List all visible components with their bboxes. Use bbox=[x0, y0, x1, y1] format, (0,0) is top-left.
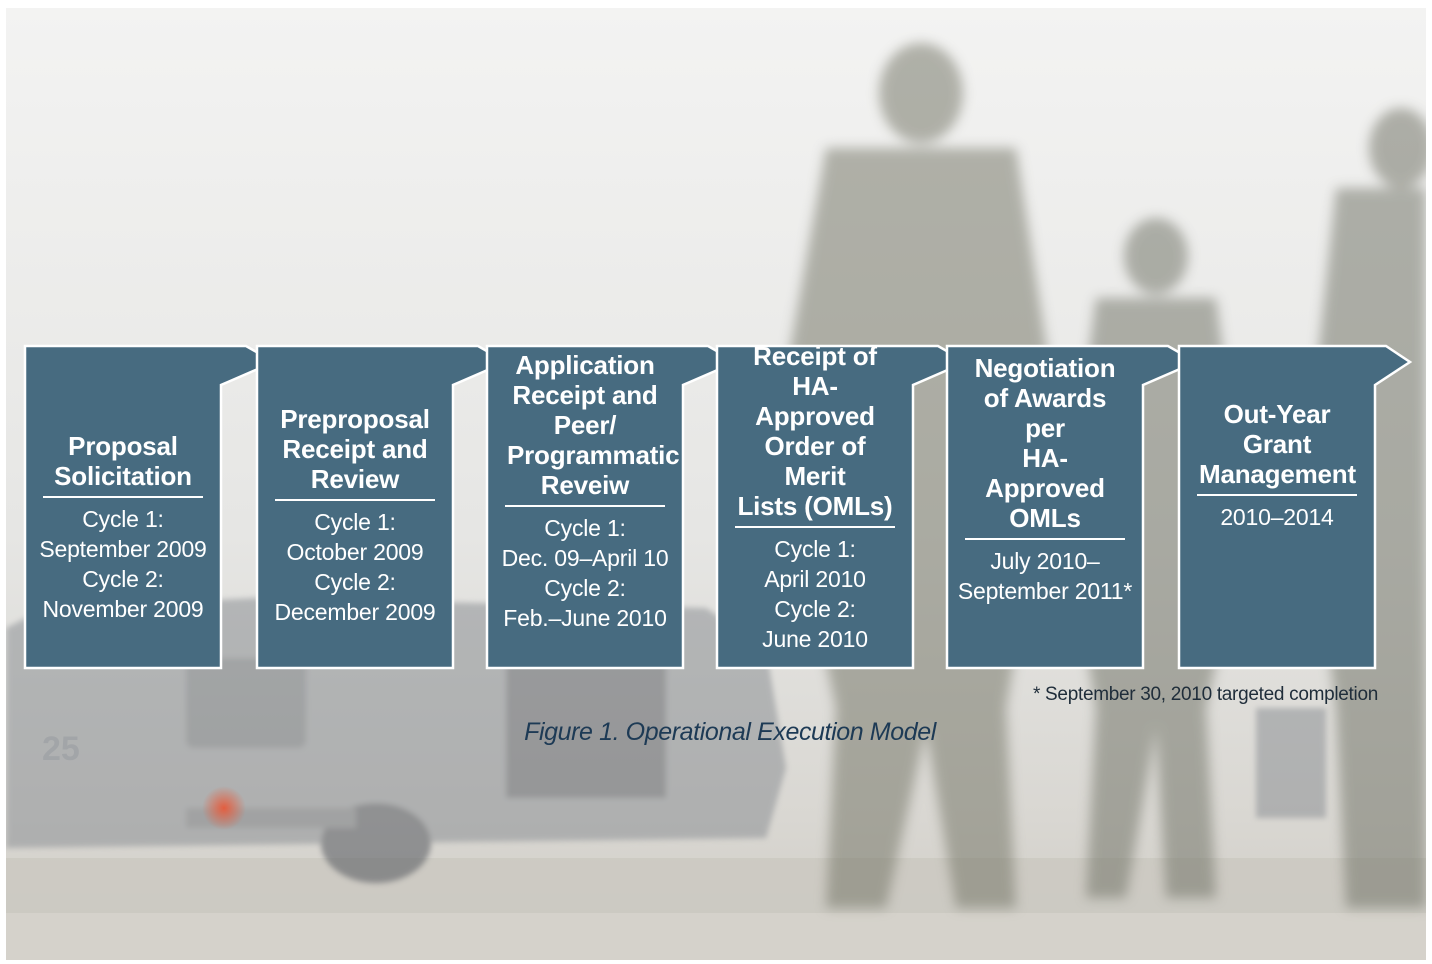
step-title: Application Receipt and Peer/ Programmat… bbox=[505, 350, 680, 507]
step-box-award-negotiation: Negotiation of Awards per HA-Approved OM… bbox=[945, 344, 1199, 670]
step-box-application-review: Application Receipt and Peer/ Programmat… bbox=[485, 344, 739, 670]
step-detail-line: Cycle 1: bbox=[774, 536, 856, 562]
step-detail-line: September 2011* bbox=[957, 578, 1133, 604]
step-box-shape bbox=[23, 344, 277, 670]
step-box-content: Preproposal Receipt and Review Cycle 1: … bbox=[262, 353, 448, 678]
step-title: Receipt of HA- Approved Order of Merit L… bbox=[735, 341, 895, 528]
step-box-content: Out-Year Grant Management 2010–2014 bbox=[1184, 303, 1370, 628]
step-detail-line: Cycle 2: bbox=[82, 566, 164, 592]
step-title-line: Proposal bbox=[68, 431, 178, 461]
step-detail-line: Cycle 1: bbox=[82, 506, 164, 532]
step-box-preproposal-review: Preproposal Receipt and Review Cycle 1: … bbox=[255, 344, 509, 670]
step-title: Proposal Solicitation bbox=[43, 431, 203, 498]
step-box-shape bbox=[1177, 344, 1413, 670]
step-title-line: OMLs bbox=[1009, 503, 1081, 533]
step-box-oml-receipt: Receipt of HA- Approved Order of Merit L… bbox=[715, 341, 969, 670]
step-box-content: Negotiation of Awards per HA-Approved OM… bbox=[952, 317, 1138, 642]
step-title: Out-Year Grant Management bbox=[1197, 399, 1357, 496]
step-title-line: Peer/ bbox=[553, 410, 617, 440]
step-detail-line: Cycle 1: bbox=[314, 509, 396, 535]
step-title-line: Reveiw bbox=[540, 470, 630, 500]
step-title-line: HA-Approved bbox=[985, 443, 1105, 503]
step-title-line: Application bbox=[515, 350, 655, 380]
step-box-shape bbox=[715, 344, 969, 670]
step-detail-line: April 2010 bbox=[764, 566, 866, 592]
step-detail-line: Cycle 2: bbox=[774, 596, 856, 622]
step-title-line: Lists (OMLs) bbox=[737, 491, 893, 521]
step-detail-line: 2010–2014 bbox=[1220, 504, 1334, 530]
step-box-content: Receipt of HA- Approved Order of Merit L… bbox=[722, 335, 908, 660]
step-detail-line: October 2009 bbox=[286, 539, 424, 565]
step-title-line: Solicitation bbox=[54, 461, 192, 491]
step-box-shape bbox=[485, 344, 739, 670]
step-detail-line: Feb.–June 2010 bbox=[503, 605, 667, 631]
step-detail-line: June 2010 bbox=[762, 626, 868, 652]
step-title-line: Preproposal bbox=[280, 404, 430, 434]
step-title-line: Approved bbox=[755, 401, 875, 431]
step-title-line: Out-Year Grant bbox=[1223, 399, 1331, 459]
step-detail-line: September 2009 bbox=[39, 536, 207, 562]
step-title-line: Receipt of HA- bbox=[753, 341, 877, 401]
step-title-line: Receipt and bbox=[512, 380, 658, 410]
figure-caption: Figure 1. Operational Execution Model bbox=[524, 718, 936, 746]
footnote: * September 30, 2010 targeted completion bbox=[1032, 684, 1378, 705]
step-title: Preproposal Receipt and Review bbox=[275, 404, 435, 501]
step-box-shape bbox=[945, 344, 1199, 670]
step-detail-line: Dec. 09–April 10 bbox=[501, 545, 669, 571]
step-detail-line: Cycle 1: bbox=[544, 515, 626, 541]
step-box-grant-management: Out-Year Grant Management 2010–2014 bbox=[1177, 344, 1413, 670]
step-title-line: Programmatic bbox=[507, 440, 680, 470]
step-detail-line: December 2009 bbox=[274, 599, 436, 625]
step-box-content: Application Receipt and Peer/ Programmat… bbox=[492, 329, 680, 654]
step-detail-line: July 2010– bbox=[990, 548, 1100, 574]
step-detail-line: Cycle 2: bbox=[314, 569, 396, 595]
svg-text:25: 25 bbox=[42, 730, 80, 768]
step-title-line: Negotiation bbox=[974, 353, 1116, 383]
step-box-proposal-solicitation: Proposal Solicitation Cycle 1: September… bbox=[23, 344, 277, 670]
step-detail-line: November 2009 bbox=[42, 596, 204, 622]
step-title-line: Receipt and bbox=[282, 434, 428, 464]
step-detail-line: Cycle 2: bbox=[544, 575, 626, 601]
step-box-shape bbox=[255, 344, 509, 670]
step-title-line: Review bbox=[310, 464, 400, 494]
step-title-line: Order of Merit bbox=[764, 431, 866, 491]
step-title-line: Management bbox=[1199, 459, 1356, 489]
step-title: Negotiation of Awards per HA-Approved OM… bbox=[965, 353, 1125, 540]
step-box-content: Proposal Solicitation Cycle 1: September… bbox=[30, 365, 216, 690]
step-title-line: of Awards per bbox=[983, 383, 1107, 443]
